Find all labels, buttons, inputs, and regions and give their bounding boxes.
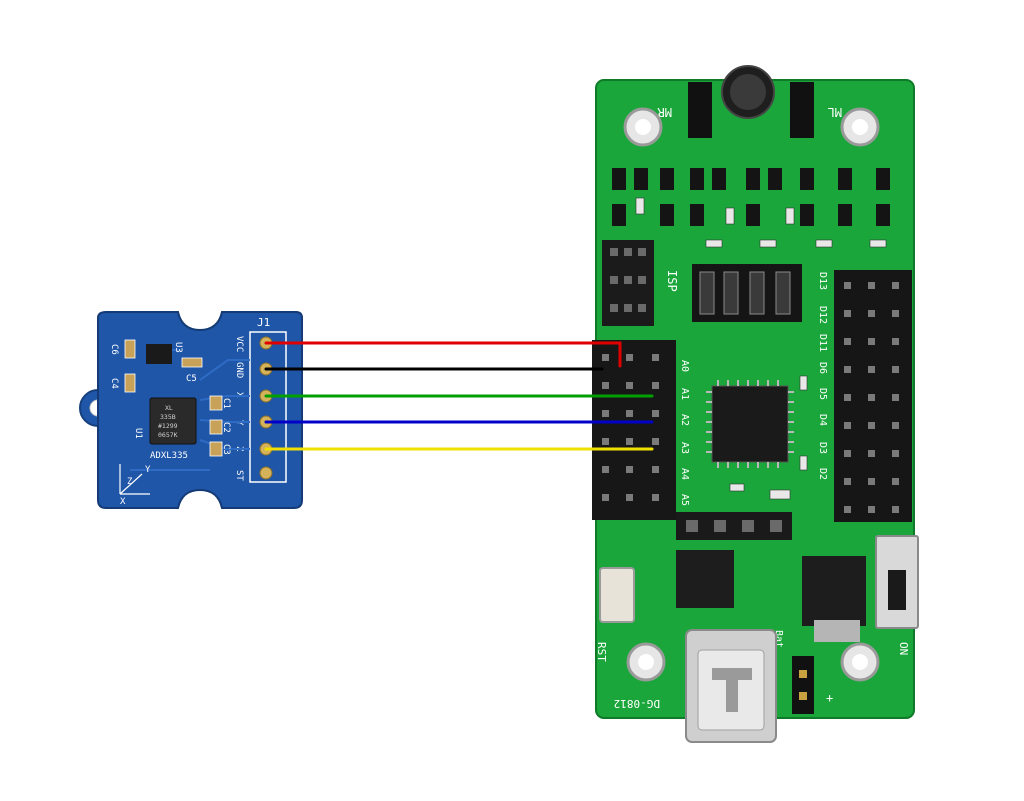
pin-label-st: ST bbox=[234, 470, 244, 481]
label-rst: RST bbox=[595, 642, 608, 662]
label-isp: ISP bbox=[665, 270, 679, 292]
chip-markings: XL 335B #1299 0657K bbox=[158, 404, 178, 439]
axis-x: X bbox=[120, 497, 126, 507]
digital-pin-d2: D2 bbox=[817, 468, 828, 480]
label-plus: + bbox=[826, 691, 833, 705]
analog-pin-a4: A4 bbox=[679, 468, 690, 480]
axis-z: Z bbox=[127, 477, 133, 487]
servo-header-pins bbox=[686, 520, 782, 532]
reset-button[interactable] bbox=[599, 567, 635, 623]
chip-text-1: XL bbox=[165, 404, 173, 412]
digital-pin-d5: D5 bbox=[817, 388, 828, 400]
analog-pin-a3: A3 bbox=[679, 442, 690, 454]
digital-header-pins bbox=[844, 282, 899, 513]
controller-board: MR ML ISP bbox=[592, 65, 919, 743]
ic-name: ADXL335 bbox=[150, 451, 188, 461]
ref-c1: C1 bbox=[221, 398, 231, 409]
analog-pin-a1: A1 bbox=[679, 388, 690, 400]
isp-pins bbox=[610, 248, 646, 312]
label-on: ON bbox=[897, 642, 910, 655]
analog-pin-a5: A5 bbox=[679, 494, 690, 506]
board-model: DG-0812 bbox=[614, 697, 660, 710]
digital-pin-d11: D11 bbox=[817, 334, 828, 352]
motor-connector-right bbox=[688, 82, 712, 138]
ref-u3: U3 bbox=[173, 342, 183, 353]
digital-pin-labels: D13 D12 D11 D6 D5 D4 D3 D2 bbox=[817, 272, 828, 480]
cap-c5 bbox=[181, 357, 203, 368]
chip-text-4: 0657K bbox=[158, 431, 178, 439]
analog-pin-labels: A0 A1 A2 A3 A4 A5 bbox=[679, 360, 690, 506]
cap-c1 bbox=[209, 395, 223, 411]
mcu-pins bbox=[706, 380, 794, 468]
jumper-caps bbox=[699, 271, 791, 315]
chip-text-2: 335B bbox=[160, 413, 176, 421]
cap-c6 bbox=[124, 339, 136, 359]
analog-pin-a0: A0 bbox=[679, 360, 690, 372]
accelerometer-chip bbox=[149, 397, 197, 445]
analog-header bbox=[592, 340, 676, 520]
cap-c3 bbox=[209, 441, 223, 457]
wires bbox=[264, 341, 654, 451]
microcontroller bbox=[711, 385, 789, 463]
ref-u1: U1 bbox=[133, 428, 143, 439]
ref-c4: C4 bbox=[109, 378, 119, 389]
ref-c2: C2 bbox=[221, 422, 231, 433]
usb-port-icon bbox=[712, 668, 752, 712]
regulator-chip bbox=[676, 550, 734, 608]
switch-knob[interactable] bbox=[888, 570, 906, 610]
power-regulator bbox=[802, 556, 866, 626]
smd-components bbox=[612, 168, 890, 226]
sensor-board: J1 VCC GND X Y Z ST U bbox=[79, 311, 303, 509]
chip-text-3: #1299 bbox=[158, 422, 178, 430]
regulator-u3 bbox=[146, 344, 172, 364]
digital-pin-d3: D3 bbox=[817, 442, 828, 454]
mounting-holes bbox=[623, 107, 880, 682]
cap-c2 bbox=[209, 419, 223, 435]
analog-header-pins bbox=[602, 354, 659, 501]
ref-c5: C5 bbox=[186, 374, 197, 384]
pad-st bbox=[259, 466, 273, 480]
cap-c4 bbox=[124, 373, 136, 393]
header-label: J1 bbox=[257, 316, 270, 329]
label-mr: MR bbox=[657, 105, 672, 119]
ref-c6: C6 bbox=[109, 344, 119, 355]
pin-label-gnd: GND bbox=[234, 362, 244, 378]
battery-connector bbox=[792, 656, 814, 714]
smd-near-mcu bbox=[729, 375, 808, 500]
header-outline bbox=[249, 331, 287, 483]
axis-indicator bbox=[119, 464, 150, 495]
regulator-tab bbox=[814, 620, 860, 642]
motor-connector-left bbox=[790, 82, 814, 138]
digital-pin-d4: D4 bbox=[817, 414, 828, 426]
pin-label-vcc: VCC bbox=[234, 336, 244, 352]
label-bat: Bat bbox=[773, 630, 784, 648]
digital-pin-d6: D6 bbox=[817, 362, 828, 374]
ref-c3: C3 bbox=[221, 444, 231, 455]
digital-pin-d13: D13 bbox=[817, 272, 828, 290]
label-ml: ML bbox=[828, 105, 842, 119]
digital-pin-d12: D12 bbox=[817, 306, 828, 324]
smd-resistors bbox=[635, 197, 887, 248]
wire-vcc bbox=[264, 341, 622, 368]
analog-pin-a2: A2 bbox=[679, 414, 690, 426]
axis-y: Y bbox=[145, 465, 151, 475]
sensor-traces bbox=[130, 349, 250, 471]
